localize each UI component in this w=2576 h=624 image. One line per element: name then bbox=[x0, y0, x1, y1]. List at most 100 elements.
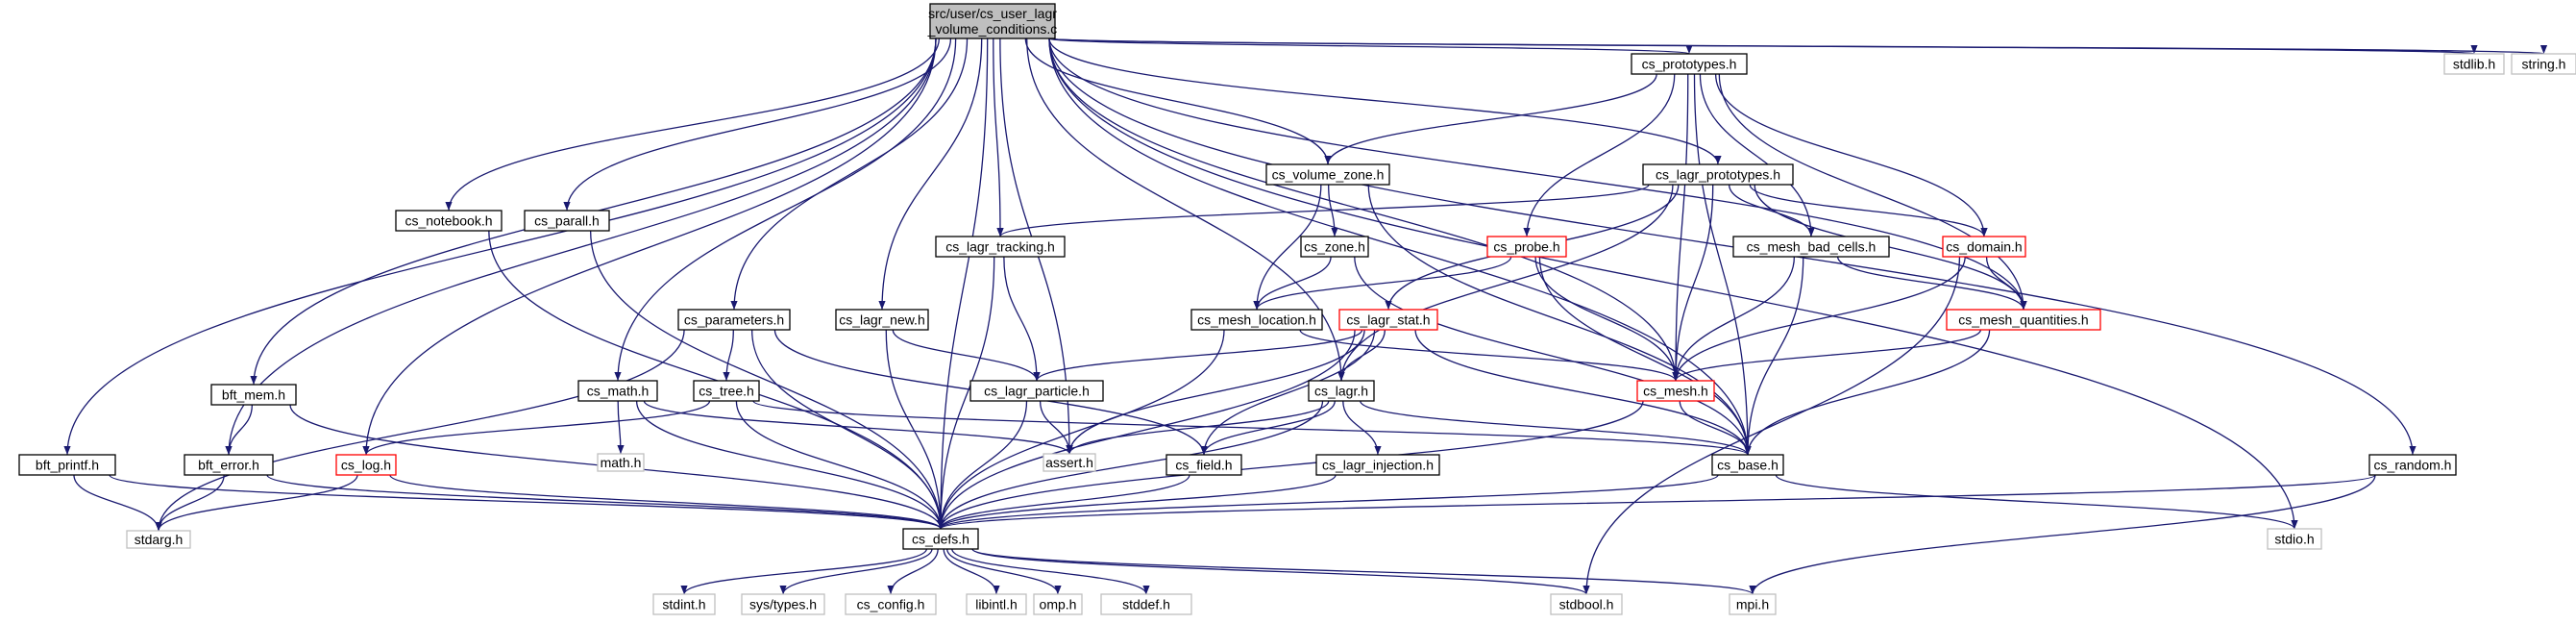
edge-cs_defs-to-libintl bbox=[943, 548, 1000, 595]
node-label-root: src/user/cs_user_lagr bbox=[928, 6, 1057, 21]
node-box-cs-field bbox=[1165, 454, 1242, 476]
edge-cs_lagr_tracking-to-cs_defs bbox=[937, 256, 995, 530]
node-label-cs-tree: cs_tree.h bbox=[699, 384, 754, 399]
node-label-stdarg: stdarg.h bbox=[135, 532, 184, 547]
edge-root-to-bft_error bbox=[225, 37, 937, 456]
edge-cs_mesh-to-cs_defs bbox=[937, 400, 1644, 530]
node-cs-lagr-tracking[interactable]: cs_lagr_tracking.h bbox=[935, 236, 1066, 258]
node-label-stdio: stdio.h bbox=[2274, 532, 2314, 547]
node-cs-field[interactable]: cs_field.h bbox=[1165, 454, 1242, 476]
edge-cs_lagr_stat-to-cs_field bbox=[1200, 329, 1376, 456]
node-box-cs-random bbox=[2368, 454, 2457, 476]
node-cs-prototypes[interactable]: cs_prototypes.h bbox=[1631, 53, 1748, 75]
node-label-root: _volume_conditions.c bbox=[927, 21, 1058, 37]
node-cs-parameters[interactable]: cs_parameters.h bbox=[677, 309, 791, 331]
node-cs-lagr-new[interactable]: cs_lagr_new.h bbox=[835, 309, 929, 331]
node-bft-error[interactable]: bft_error.h bbox=[184, 454, 274, 476]
edge-root-to-cs_base bbox=[1048, 37, 1752, 456]
node-label-mpi: mpi.h bbox=[1736, 597, 1769, 612]
node-box-stdio bbox=[2267, 528, 2322, 550]
node-assert: assert.h bbox=[1043, 453, 1096, 472]
node-cs-parall[interactable]: cs_parall.h bbox=[524, 210, 610, 232]
node-cs-lagr-stat[interactable]: cs_lagr_stat.h bbox=[1338, 309, 1438, 331]
node-box-cs-notebook bbox=[395, 210, 503, 232]
node-cs-lagr[interactable]: cs_lagr.h bbox=[1308, 380, 1375, 402]
node-label-cs-lagr-new: cs_lagr_new.h bbox=[839, 312, 925, 328]
node-box-bft-printf bbox=[18, 454, 116, 476]
edge-cs_domain-to-stdbool bbox=[1582, 256, 1961, 595]
node-cs-mesh-quantities[interactable]: cs_mesh_quantities.h bbox=[1946, 309, 2101, 331]
node-cs-domain[interactable]: cs_domain.h bbox=[1942, 236, 2026, 258]
edge-cs_prototypes-to-cs_volume_zone bbox=[1324, 73, 1657, 165]
node-box-root bbox=[929, 3, 1056, 39]
edge-cs_lagr-to-assert bbox=[1066, 400, 1330, 455]
node-cs-lagr-particle[interactable]: cs_lagr_particle.h bbox=[969, 380, 1104, 402]
node-label-bft-error: bft_error.h bbox=[198, 458, 259, 473]
node-label-bft-printf: bft_printf.h bbox=[36, 458, 99, 473]
edge-cs_mesh_quantities-to-cs_base bbox=[1744, 329, 1991, 456]
node-box-assert bbox=[1043, 453, 1096, 472]
edge-cs_zone-to-cs_base bbox=[1354, 256, 1752, 456]
edge-cs_defs-to-sys_types bbox=[779, 548, 933, 595]
node-root[interactable]: src/user/cs_user_lagr_volume_conditions.… bbox=[927, 3, 1058, 39]
node-cs-mesh[interactable]: cs_mesh.h bbox=[1636, 380, 1715, 402]
node-label-omp: omp.h bbox=[1040, 597, 1077, 612]
edge-cs_lagr-to-cs_lagr_injection bbox=[1342, 400, 1382, 456]
edge-root-to-cs_log bbox=[362, 37, 937, 456]
node-math: math.h bbox=[597, 453, 645, 472]
node-cs-probe[interactable]: cs_probe.h bbox=[1486, 236, 1567, 258]
node-box-cs-mesh-location bbox=[1190, 309, 1323, 331]
node-cs-log[interactable]: cs_log.h bbox=[335, 454, 397, 476]
node-bft-mem[interactable]: bft_mem.h bbox=[210, 384, 297, 406]
edge-cs_lagr-to-cs_defs bbox=[937, 400, 1324, 530]
node-box-cs-lagr-prototypes bbox=[1642, 163, 1794, 186]
edge-root-to-cs_notebook bbox=[445, 37, 940, 212]
edge-cs_base-to-stdio bbox=[1775, 474, 2298, 530]
node-cs-random[interactable]: cs_random.h bbox=[2368, 454, 2457, 476]
node-cs-lagr-prototypes[interactable]: cs_lagr_prototypes.h bbox=[1642, 163, 1794, 186]
edge-root-to-cs_random bbox=[1048, 37, 2417, 456]
edge-cs_random-to-mpi bbox=[1749, 474, 2376, 595]
node-label-cs-log: cs_log.h bbox=[341, 458, 391, 473]
node-cs-base[interactable]: cs_base.h bbox=[1711, 454, 1784, 476]
node-cs-mesh-bad-cells[interactable]: cs_mesh_bad_cells.h bbox=[1732, 236, 1890, 258]
edge-cs_parall-to-cs_defs bbox=[589, 230, 945, 530]
edge-cs_lagr_stat-to-cs_base bbox=[1414, 329, 1752, 456]
node-cs-mesh-location[interactable]: cs_mesh_location.h bbox=[1190, 309, 1323, 331]
node-label-cs-zone: cs_zone.h bbox=[1304, 239, 1365, 255]
node-omp: omp.h bbox=[1033, 593, 1083, 615]
edge-cs_prototypes-to-cs_mesh_bad_cells bbox=[1699, 73, 1815, 237]
node-box-cs-domain bbox=[1942, 236, 2026, 258]
node-cs-defs[interactable]: cs_defs.h bbox=[902, 528, 979, 550]
edge-cs_parameters-to-cs_tree bbox=[723, 329, 734, 382]
node-cs-lagr-injection[interactable]: cs_lagr_injection.h bbox=[1315, 454, 1440, 476]
edge-root-to-string bbox=[1048, 37, 2546, 55]
edge-cs_tree-to-cs_log bbox=[362, 400, 711, 456]
node-label-cs-mesh-location: cs_mesh_location.h bbox=[1197, 312, 1316, 328]
node-box-cs-volume-zone bbox=[1265, 163, 1390, 186]
edge-cs_prototypes-to-cs_domain bbox=[1714, 73, 1988, 237]
edge-cs_lagr_tracking-to-cs_lagr_particle bbox=[1003, 256, 1041, 382]
node-stdlib: stdlib.h bbox=[2443, 53, 2505, 75]
edge-root-to-cs_lagr_prototypes bbox=[1048, 37, 1722, 165]
edge-cs_lagr_prototypes-to-cs_lagr_tracking bbox=[996, 184, 1650, 237]
node-cs-notebook[interactable]: cs_notebook.h bbox=[395, 210, 503, 232]
edge-root-to-cs_lagr bbox=[1026, 37, 1345, 382]
node-box-libintl bbox=[966, 593, 1027, 615]
edge-cs_prototypes-to-cs_probe bbox=[1523, 73, 1676, 237]
node-box-cs-mesh-bad-cells bbox=[1732, 236, 1890, 258]
node-cs-math[interactable]: cs_math.h bbox=[577, 380, 658, 402]
node-box-cs-parall bbox=[524, 210, 610, 232]
node-label-cs-lagr-stat: cs_lagr_stat.h bbox=[1346, 312, 1430, 328]
node-box-cs-lagr-stat bbox=[1338, 309, 1438, 331]
edge-bft_error-to-cs_defs bbox=[266, 474, 945, 530]
node-label-math: math.h bbox=[601, 455, 642, 470]
node-cs-zone[interactable]: cs_zone.h bbox=[1300, 236, 1369, 258]
node-cs-volume-zone[interactable]: cs_volume_zone.h bbox=[1265, 163, 1390, 186]
node-box-stdbool bbox=[1550, 593, 1623, 615]
node-label-cs-mesh: cs_mesh.h bbox=[1643, 384, 1708, 399]
edge-cs_lagr_prototypes-to-cs_domain bbox=[1749, 184, 1988, 237]
node-cs-tree[interactable]: cs_tree.h bbox=[693, 380, 760, 402]
node-bft-printf[interactable]: bft_printf.h bbox=[18, 454, 116, 476]
